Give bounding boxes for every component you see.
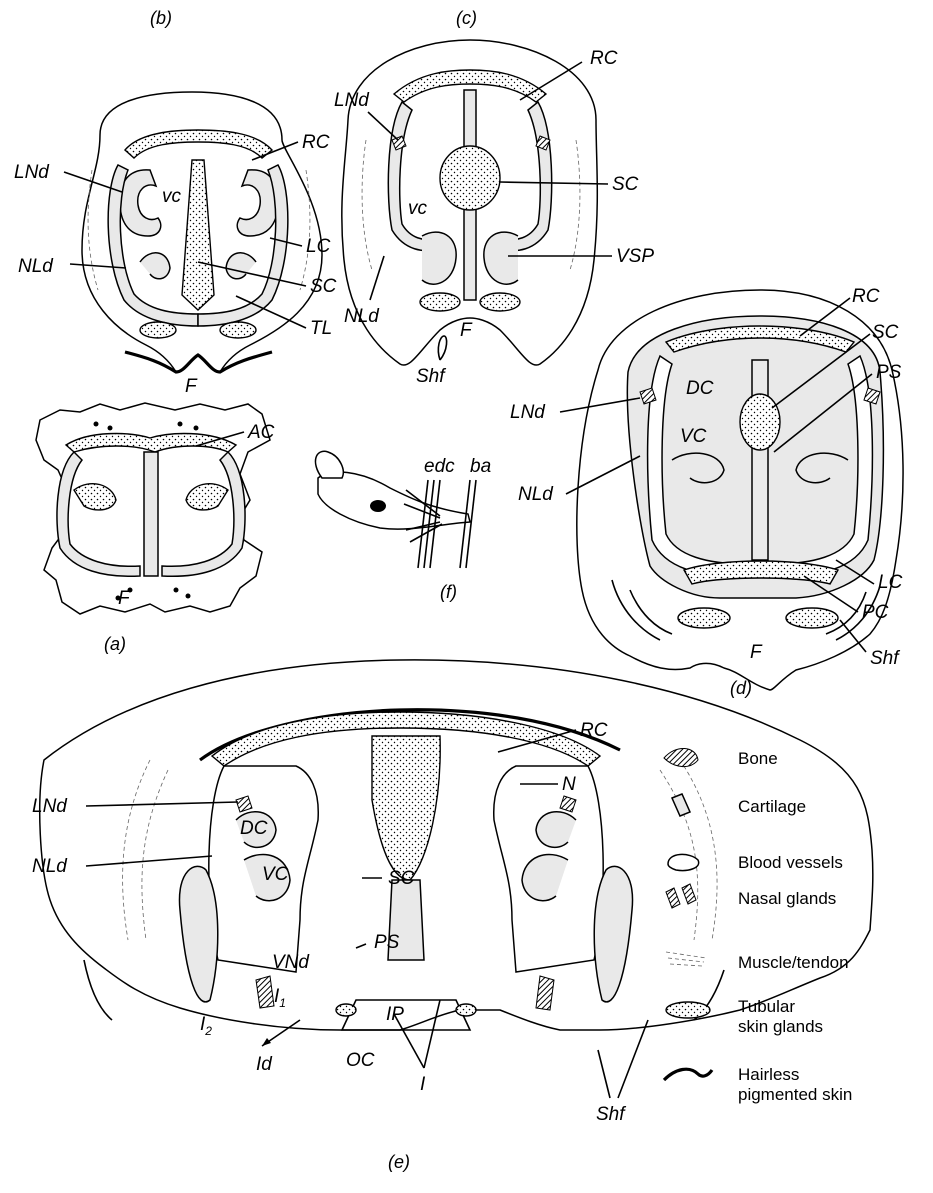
leader-e-shf-a (598, 1050, 610, 1098)
legend-label-hairless: Hairless (738, 1065, 799, 1084)
label-b-vc: vc (162, 186, 182, 207)
panel-label-f: (f) (440, 582, 457, 602)
mouse-eye-icon (370, 500, 386, 512)
panel-d-septum (752, 360, 768, 560)
panel-label-b: (b) (150, 8, 172, 28)
panel-d-right-skin-gland (786, 608, 838, 628)
panel-c-shf-follicle (438, 336, 446, 360)
label-b-lc: LC (306, 236, 331, 257)
label-b-f: F (185, 376, 198, 397)
label-b-sc: SC (310, 276, 337, 297)
tubular-skin-gland-swatch-icon (666, 1002, 710, 1018)
label-a-f: F (118, 588, 131, 609)
section-line-5 (466, 480, 476, 568)
label-d-f: F (750, 642, 763, 663)
label-e-n: N (562, 774, 576, 795)
panel-c: (c) LNd RC SC vc VSP NLd F Shf (334, 8, 654, 387)
panel-e-right-papilla-gland (456, 1004, 476, 1016)
panel-b: (b) LNd RC vc LC NLd SC TL F (14, 8, 337, 397)
label-a-ac: AC (247, 422, 275, 443)
panel-d-left-skin-gland (678, 608, 730, 628)
panel-b-left-skin-gland (140, 322, 176, 338)
panel-d-septal-cartilage (740, 394, 780, 450)
label-c-vsp: VSP (616, 246, 654, 267)
label-e-nld: NLd (32, 856, 68, 877)
panel-label-d: (d) (730, 678, 752, 698)
legend-label-bone: Bone (738, 749, 778, 768)
hairless-skin-swatch-icon (664, 1069, 712, 1080)
mouse-ear-icon (315, 451, 343, 478)
label-c-nld: NLd (344, 306, 380, 327)
label-c-lnd: LNd (334, 90, 370, 111)
legend-label-nasal-glands: Nasal glands (738, 889, 836, 908)
blood-vessel-swatch-icon (668, 854, 699, 870)
label-e-sc: SC (388, 868, 415, 889)
leader-e-shf-b (618, 1020, 648, 1098)
arrowhead-e-id (262, 1038, 271, 1046)
panel-label-c: (c) (456, 8, 477, 28)
panel-a-septum (144, 452, 158, 576)
label-e-rc: RC (580, 720, 608, 741)
label-d-rc: RC (852, 286, 880, 307)
label-d-dc: DC (686, 378, 714, 399)
label-d-nld: NLd (518, 484, 554, 505)
legend-label-cartilage: Cartilage (738, 797, 806, 816)
panel-label-e: (e) (388, 1152, 410, 1172)
label-d-ps: PS (876, 362, 902, 383)
section-line-4 (460, 480, 470, 568)
label-d-lc: LC (878, 572, 903, 593)
legend-label-tubular: Tubular (738, 997, 795, 1016)
panel-label-a: (a) (104, 634, 126, 654)
panel-c-left-skin-gland (420, 293, 460, 311)
label-e-i: I (420, 1074, 426, 1095)
label-d-shf: Shf (870, 648, 900, 669)
label-c-f: F (460, 320, 473, 341)
label-b-rc: RC (302, 132, 330, 153)
mouse-head-icon (318, 472, 470, 529)
label-e-i2: I2 (200, 1014, 212, 1038)
label-e-oc: OC (346, 1050, 375, 1071)
panel-b-right-skin-gland (220, 322, 256, 338)
label-c-sc: SC (612, 174, 639, 195)
label-d-pc: PC (862, 602, 889, 623)
label-c-rc: RC (590, 48, 618, 69)
panel-c-right-skin-gland (480, 293, 520, 311)
label-e-id: Id (256, 1054, 273, 1075)
label-e-ps: PS (374, 932, 400, 953)
panel-a: AC F (a) (36, 403, 275, 654)
label-e-lnd: LNd (32, 796, 68, 817)
label-c-vc: vc (408, 198, 428, 219)
legend-label-muscle-tendon: Muscle/tendon (738, 953, 849, 972)
legend-label-pigmented-skin: pigmented skin (738, 1085, 852, 1104)
label-b-tl: TL (310, 318, 332, 339)
legend-item-hairless-skin: Hairless pigmented skin (664, 1065, 852, 1104)
label-d-lnd: LNd (510, 402, 546, 423)
panel-e-left-papilla-gland (336, 1004, 356, 1016)
label-e-vc: VC (262, 864, 289, 885)
label-f-ba: ba (470, 456, 491, 477)
legend-label-blood-vessels: Blood vessels (738, 853, 843, 872)
label-b-nld: NLd (18, 256, 54, 277)
panel-f: edc ba (f) (315, 451, 491, 602)
legend-item-tubular-skin-glands: Tubular skin glands (666, 997, 823, 1036)
panel-b-hairless-skin (125, 352, 272, 372)
panel-d: RC SC PS DC LNd VC NLd LC PC F Shf (d) (510, 286, 903, 698)
label-e-shf: Shf (596, 1104, 626, 1125)
label-d-vc: VC (680, 426, 707, 447)
label-b-lnd: LNd (14, 162, 50, 183)
label-e-dc: DC (240, 818, 268, 839)
legend-label-skin-glands: skin glands (738, 1017, 823, 1036)
label-e-vnd: VNd (272, 952, 310, 973)
panel-c-septal-cartilage (440, 146, 500, 210)
label-f-edc: edc (424, 456, 455, 477)
label-d-sc: SC (872, 322, 899, 343)
label-c-shf: Shf (416, 366, 446, 387)
